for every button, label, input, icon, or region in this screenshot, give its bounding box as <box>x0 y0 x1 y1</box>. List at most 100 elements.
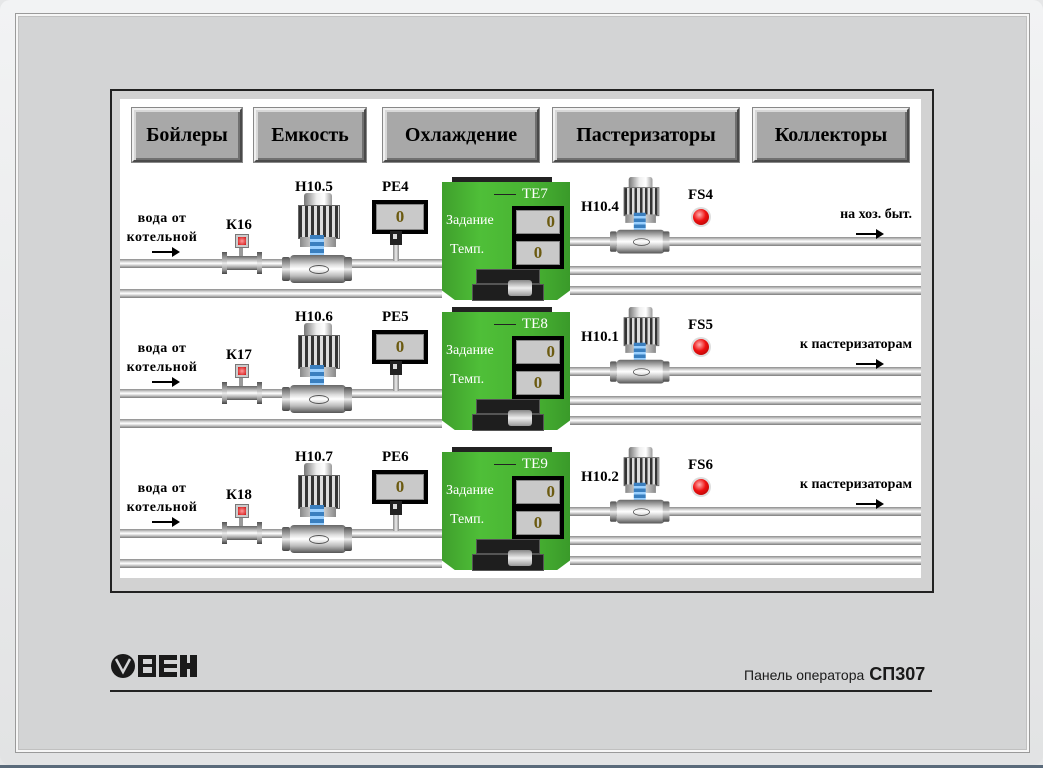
destination-arrow-icon <box>856 359 884 369</box>
temperature-label: Темп. <box>450 372 485 387</box>
temperature-label: Темп. <box>450 242 485 257</box>
flow-switch-label: FS6 <box>688 457 714 473</box>
valve-label: К18 <box>226 487 252 503</box>
outlet-pipe <box>570 507 921 516</box>
setpoint-label: Задание <box>446 343 494 358</box>
flow-arrow-icon <box>152 377 180 387</box>
valve-label: К17 <box>226 347 252 363</box>
outlet-pump-icon[interactable] <box>610 447 670 525</box>
setpoint-display[interactable]: 0 <box>512 336 564 368</box>
boiler[interactable]: TE7 Задание 0 Темп. 0 <box>442 177 570 305</box>
setpoint-value: 0 <box>516 480 560 504</box>
outlet-pipe <box>570 237 921 246</box>
burner-icon <box>508 550 532 566</box>
inlet-pipe <box>120 259 442 268</box>
setpoint-label: Задание <box>446 213 494 228</box>
model-caption-text: Панель оператора <box>744 667 865 683</box>
setpoint-display[interactable]: 0 <box>512 206 564 238</box>
pump-icon[interactable] <box>282 323 352 415</box>
model-name: СП307 <box>869 664 926 684</box>
return-pipe <box>120 419 442 428</box>
pressure-display: 0 <box>372 330 428 364</box>
destination-label: к пастеризаторам <box>799 337 912 352</box>
pressure-display: 0 <box>372 200 428 234</box>
flow-switch-indicator-icon <box>693 479 709 495</box>
flow-arrow-icon <box>152 517 180 527</box>
outlet-pipe-3 <box>570 286 921 295</box>
temperature-display: 0 <box>512 507 564 539</box>
pressure-value: 0 <box>376 334 424 360</box>
outlet-pipe-3 <box>570 416 921 425</box>
nav-button-collectors[interactable]: Коллекторы <box>753 108 909 162</box>
temperature-value: 0 <box>516 371 560 395</box>
valve-icon[interactable] <box>222 364 262 404</box>
outlet-pump-icon[interactable] <box>610 177 670 255</box>
panel-divider <box>110 690 932 692</box>
valve-label: К16 <box>226 217 252 233</box>
outlet-pipe-3 <box>570 556 921 565</box>
inlet-pipe <box>120 389 442 398</box>
pump-label: Н10.5 <box>295 179 333 195</box>
temperature-value: 0 <box>516 241 560 265</box>
nav-button-tank[interactable]: Емкость <box>254 108 366 162</box>
destination-label: к пастеризаторам <box>799 477 912 492</box>
return-pipe <box>120 289 442 298</box>
pressure-sensor-icon <box>390 231 402 261</box>
boiler-tag: TE7 <box>494 186 548 203</box>
setpoint-label: Задание <box>446 483 494 498</box>
pressure-sensor-label: PE4 <box>382 179 409 195</box>
pump-icon[interactable] <box>282 193 352 285</box>
boiler[interactable]: TE9 Задание 0 Темп. 0 <box>442 447 570 575</box>
setpoint-value: 0 <box>516 340 560 364</box>
pump-icon[interactable] <box>282 463 352 555</box>
nav-button-cooling[interactable]: Охлаждение <box>383 108 539 162</box>
setpoint-display[interactable]: 0 <box>512 476 564 508</box>
pressure-sensor-icon <box>390 501 402 531</box>
pump-label: Н10.6 <box>295 309 333 325</box>
flow-arrow-icon <box>152 247 180 257</box>
bottom-edge <box>0 765 1043 768</box>
pressure-sensor-icon <box>390 361 402 391</box>
pressure-value: 0 <box>376 474 424 500</box>
valve-icon[interactable] <box>222 504 262 544</box>
flow-switch-label: FS4 <box>688 187 714 203</box>
destination-arrow-icon <box>856 229 884 239</box>
return-pipe <box>120 559 442 568</box>
destination-arrow-icon <box>856 499 884 509</box>
pressure-display: 0 <box>372 470 428 504</box>
pressure-value: 0 <box>376 204 424 230</box>
burner-icon <box>508 280 532 296</box>
oven-logo <box>111 654 197 678</box>
outlet-pump-label: Н10.4 <box>581 199 619 215</box>
outlet-pipe <box>570 367 921 376</box>
boiler[interactable]: TE8 Задание 0 Темп. 0 <box>442 307 570 435</box>
destination-label: на хоз. быт. <box>840 207 912 222</box>
temperature-value: 0 <box>516 511 560 535</box>
nav-button-boilers[interactable]: Бойлеры <box>132 108 242 162</box>
flow-switch-indicator-icon <box>693 209 709 225</box>
flow-switch-indicator-icon <box>693 339 709 355</box>
flow-switch-label: FS5 <box>688 317 714 333</box>
outlet-pipe-2 <box>570 536 921 545</box>
burner-icon <box>508 410 532 426</box>
outlet-pump-label: Н10.1 <box>581 329 619 345</box>
outlet-pipe-2 <box>570 396 921 405</box>
pump-label: Н10.7 <box>295 449 333 465</box>
inlet-pipe <box>120 529 442 538</box>
outlet-pipe-2 <box>570 266 921 275</box>
temperature-display: 0 <box>512 367 564 399</box>
pressure-sensor-label: PE5 <box>382 309 409 325</box>
pressure-sensor-label: PE6 <box>382 449 409 465</box>
boiler-tag: TE9 <box>494 456 548 473</box>
hmi-screen: Бойлеры Емкость Охлаждение Пастеризаторы… <box>120 99 921 578</box>
temperature-label: Темп. <box>450 512 485 527</box>
valve-icon[interactable] <box>222 234 262 274</box>
boiler-tag: TE8 <box>494 316 548 333</box>
outlet-pump-label: Н10.2 <box>581 469 619 485</box>
nav-button-pasteurizers[interactable]: Пастеризаторы <box>553 108 739 162</box>
outlet-pump-icon[interactable] <box>610 307 670 385</box>
